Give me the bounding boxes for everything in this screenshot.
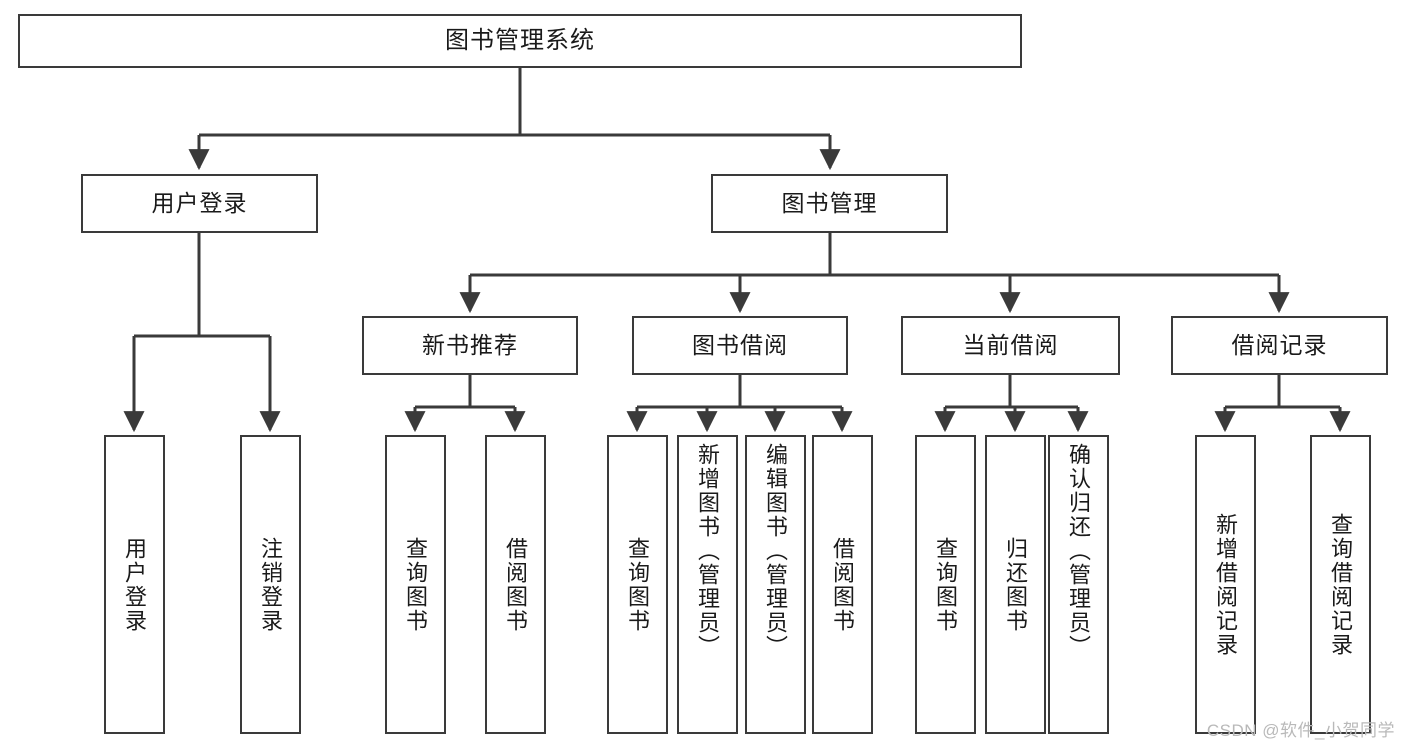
node-label: 查询图书	[403, 536, 429, 633]
node-label: 图书管理系统	[445, 26, 595, 54]
node-label: 确认归还（管理员）	[1066, 443, 1092, 659]
leaf-query-record[interactable]: 查询借阅记录	[1310, 435, 1371, 734]
node-root-system[interactable]: 图书管理系统	[18, 14, 1022, 68]
node-label: 当前借阅	[962, 331, 1059, 358]
leaf-user-login[interactable]: 用户登录	[104, 435, 165, 734]
node-label: 借阅图书	[503, 536, 529, 633]
leaf-logout-login[interactable]: 注销登录	[240, 435, 301, 734]
node-label: 查询图书	[933, 536, 959, 633]
node-new-book-recommend[interactable]: 新书推荐	[362, 316, 578, 375]
node-label: 用户登录	[122, 536, 148, 633]
leaf-return-book[interactable]: 归还图书	[985, 435, 1046, 734]
node-label: 查询图书	[625, 536, 651, 633]
leaf-query-book-2[interactable]: 查询图书	[607, 435, 668, 734]
leaf-borrow-book-1[interactable]: 借阅图书	[485, 435, 546, 734]
node-borrow-record[interactable]: 借阅记录	[1171, 316, 1388, 375]
leaf-edit-book[interactable]: 编辑图书（管理员）	[745, 435, 806, 734]
node-label: 借阅图书	[830, 536, 856, 633]
node-label: 编辑图书（管理员）	[763, 443, 789, 659]
node-user-login[interactable]: 用户登录	[81, 174, 318, 233]
node-label: 查询借阅记录	[1328, 512, 1354, 657]
node-label: 归还图书	[1003, 536, 1029, 633]
node-label: 用户登录	[151, 189, 248, 216]
node-label: 新书推荐	[422, 331, 518, 358]
node-label: 借阅记录	[1231, 331, 1328, 358]
leaf-query-book-3[interactable]: 查询图书	[915, 435, 976, 734]
node-current-borrow[interactable]: 当前借阅	[901, 316, 1120, 375]
node-label: 注销登录	[258, 536, 284, 633]
leaf-add-record[interactable]: 新增借阅记录	[1195, 435, 1256, 734]
node-label: 新增图书（管理员）	[695, 443, 721, 659]
leaf-confirm-return[interactable]: 确认归还（管理员）	[1048, 435, 1109, 734]
node-book-management[interactable]: 图书管理	[711, 174, 948, 233]
watermark-text: CSDN @软件_小贺同学	[1206, 721, 1395, 740]
node-book-borrow[interactable]: 图书借阅	[632, 316, 848, 375]
leaf-borrow-book-2[interactable]: 借阅图书	[812, 435, 873, 734]
node-label: 新增借阅记录	[1213, 512, 1239, 657]
node-label: 图书管理	[781, 189, 878, 216]
leaf-query-book-1[interactable]: 查询图书	[385, 435, 446, 734]
leaf-add-book[interactable]: 新增图书（管理员）	[677, 435, 738, 734]
node-label: 图书借阅	[692, 331, 788, 358]
